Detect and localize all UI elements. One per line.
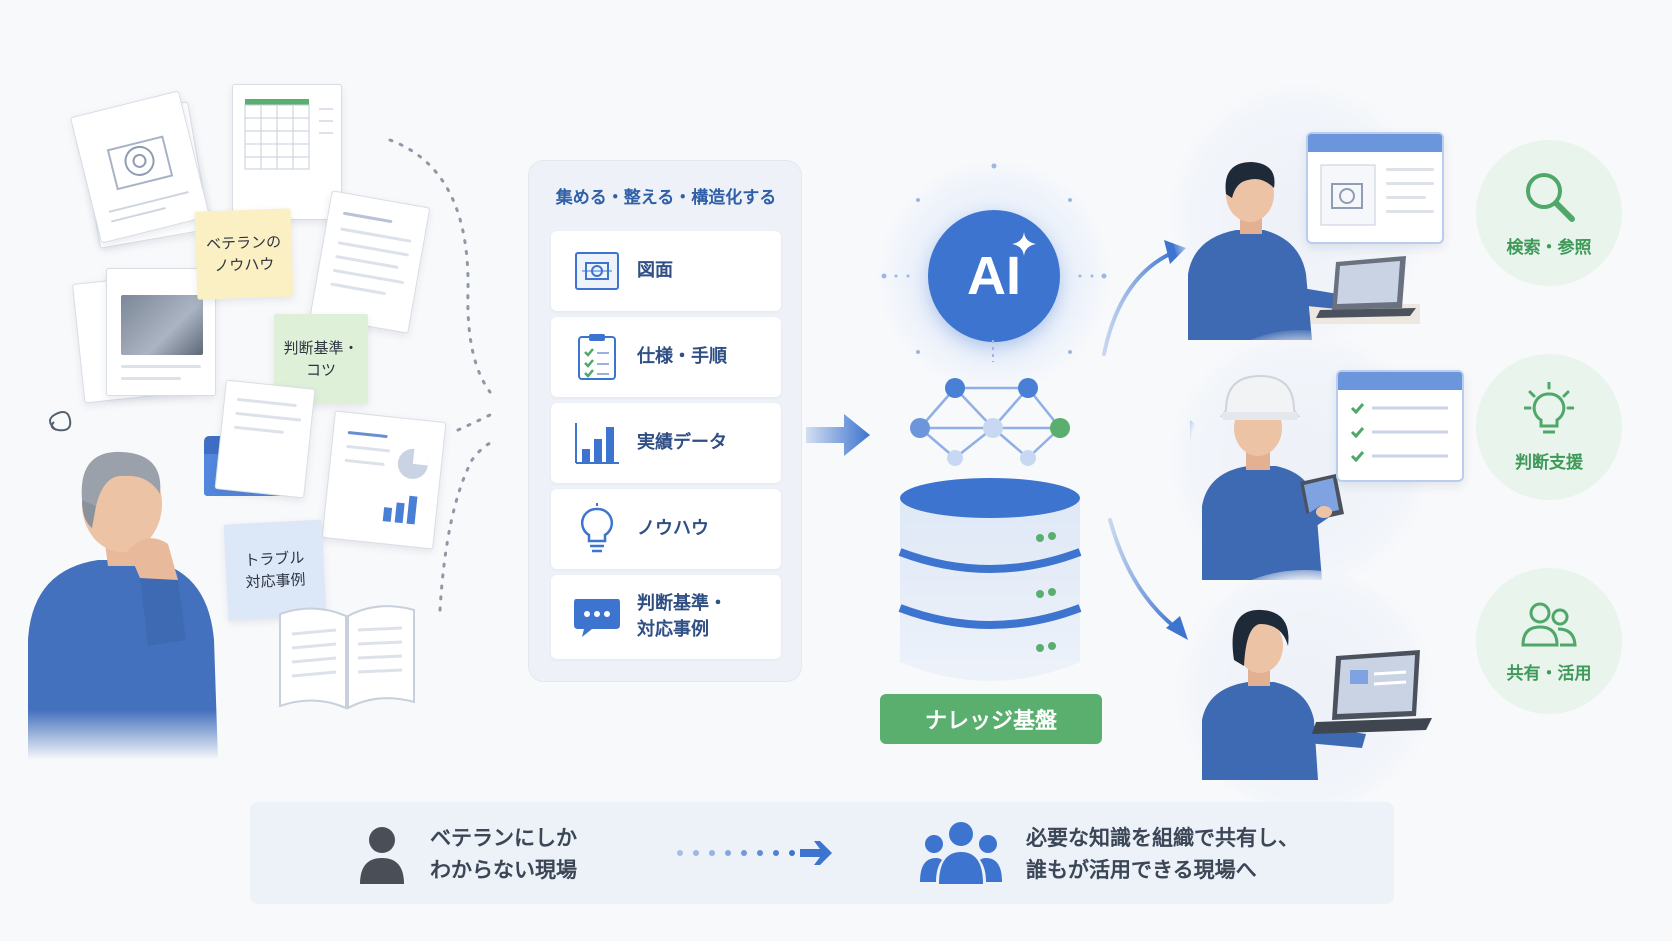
arrow-right-icon — [806, 414, 870, 456]
database-icon — [898, 478, 1082, 681]
card-performance-data: 実績データ — [551, 403, 781, 483]
banner-from-text: ベテランにしか わからない現場 — [430, 826, 577, 882]
person-icon — [360, 827, 404, 884]
card-specs-procedures: 仕様・手順 — [551, 317, 781, 397]
search-icon — [1526, 172, 1575, 222]
machine-photo — [121, 295, 203, 355]
group-icon — [920, 822, 1002, 884]
report-document — [321, 410, 447, 550]
outcome-label: 判断支援 — [1515, 452, 1583, 473]
window-bar — [1338, 372, 1462, 390]
outcome-share-utilize: 共有・活用 — [1476, 568, 1622, 714]
bar-chart-icon — [565, 403, 629, 483]
card-label: 実績データ — [637, 432, 727, 453]
banner-to-text: 必要な知識を組織で共有し、 誰もが活用できる現場へ — [1026, 826, 1299, 882]
drawing-thumbnail — [1320, 164, 1376, 226]
people-icon — [1521, 602, 1577, 646]
office-worker-illustration — [1188, 162, 1420, 340]
card-drawings: 図面 — [551, 231, 781, 311]
outcome-label: 共有・活用 — [1506, 663, 1592, 684]
spreadsheet-document — [232, 84, 342, 220]
office-worker-woman-illustration — [1202, 609, 1432, 780]
lightbulb-icon — [565, 489, 629, 569]
card-label: ノウハウ — [637, 518, 709, 539]
machine-part-sketch — [106, 135, 189, 223]
ai-orbit-dots — [881, 163, 1107, 354]
outcome-label: 検索・参照 — [1506, 237, 1592, 258]
lightbulb-icon — [1524, 381, 1574, 433]
field-worker-illustration — [1202, 374, 1344, 580]
bar-chart-icon — [382, 495, 418, 525]
knowledge-network-icon — [910, 340, 1070, 466]
spreadsheet-grid — [244, 99, 333, 170]
knowledge-base-label: ナレッジ基盤 — [880, 694, 1102, 744]
checklist-screen — [1336, 370, 1464, 482]
search-screen — [1306, 132, 1444, 244]
open-book-icon — [279, 605, 415, 710]
chat-bubble-icon — [565, 575, 629, 659]
window-bar — [1308, 134, 1442, 152]
process-panel: 集める・整える・構造化する 図面 仕様・手順 実績データ ノウハウ 判断基準・ … — [528, 160, 802, 682]
card-label: 図面 — [637, 260, 673, 281]
sparkle-icon — [1012, 232, 1036, 256]
veteran-worker-illustration — [28, 411, 218, 760]
panel-title: 集める・整える・構造化する — [555, 188, 777, 208]
pie-chart-icon — [397, 448, 428, 479]
card-label: 仕様・手順 — [637, 346, 727, 367]
card-knowhow: ノウハウ — [551, 489, 781, 569]
blueprint-icon — [565, 231, 629, 311]
sticky-note-veteran-knowhow: ベテランの ノウハウ — [194, 208, 294, 300]
outcome-search-reference: 検索・参照 — [1476, 140, 1622, 286]
outcome-decision-support: 判断支援 — [1476, 354, 1622, 500]
drawing-document — [69, 90, 211, 244]
checklist-icon — [1350, 403, 1448, 463]
arrow-right-icon — [677, 841, 832, 865]
summary-banner: ベテランにしか わからない現場 必要な知識を組織で共有し、 誰もが活用できる現場… — [250, 802, 1394, 904]
card-label: 判断基準・ 対応事例 — [637, 593, 727, 640]
flow-arrows-dotted — [388, 138, 498, 612]
checklist-icon — [565, 317, 629, 397]
card-judgment-cases: 判断基準・ 対応事例 — [551, 575, 781, 659]
ai-label: AI — [967, 246, 1021, 306]
ai-badge: AI — [928, 210, 1060, 342]
